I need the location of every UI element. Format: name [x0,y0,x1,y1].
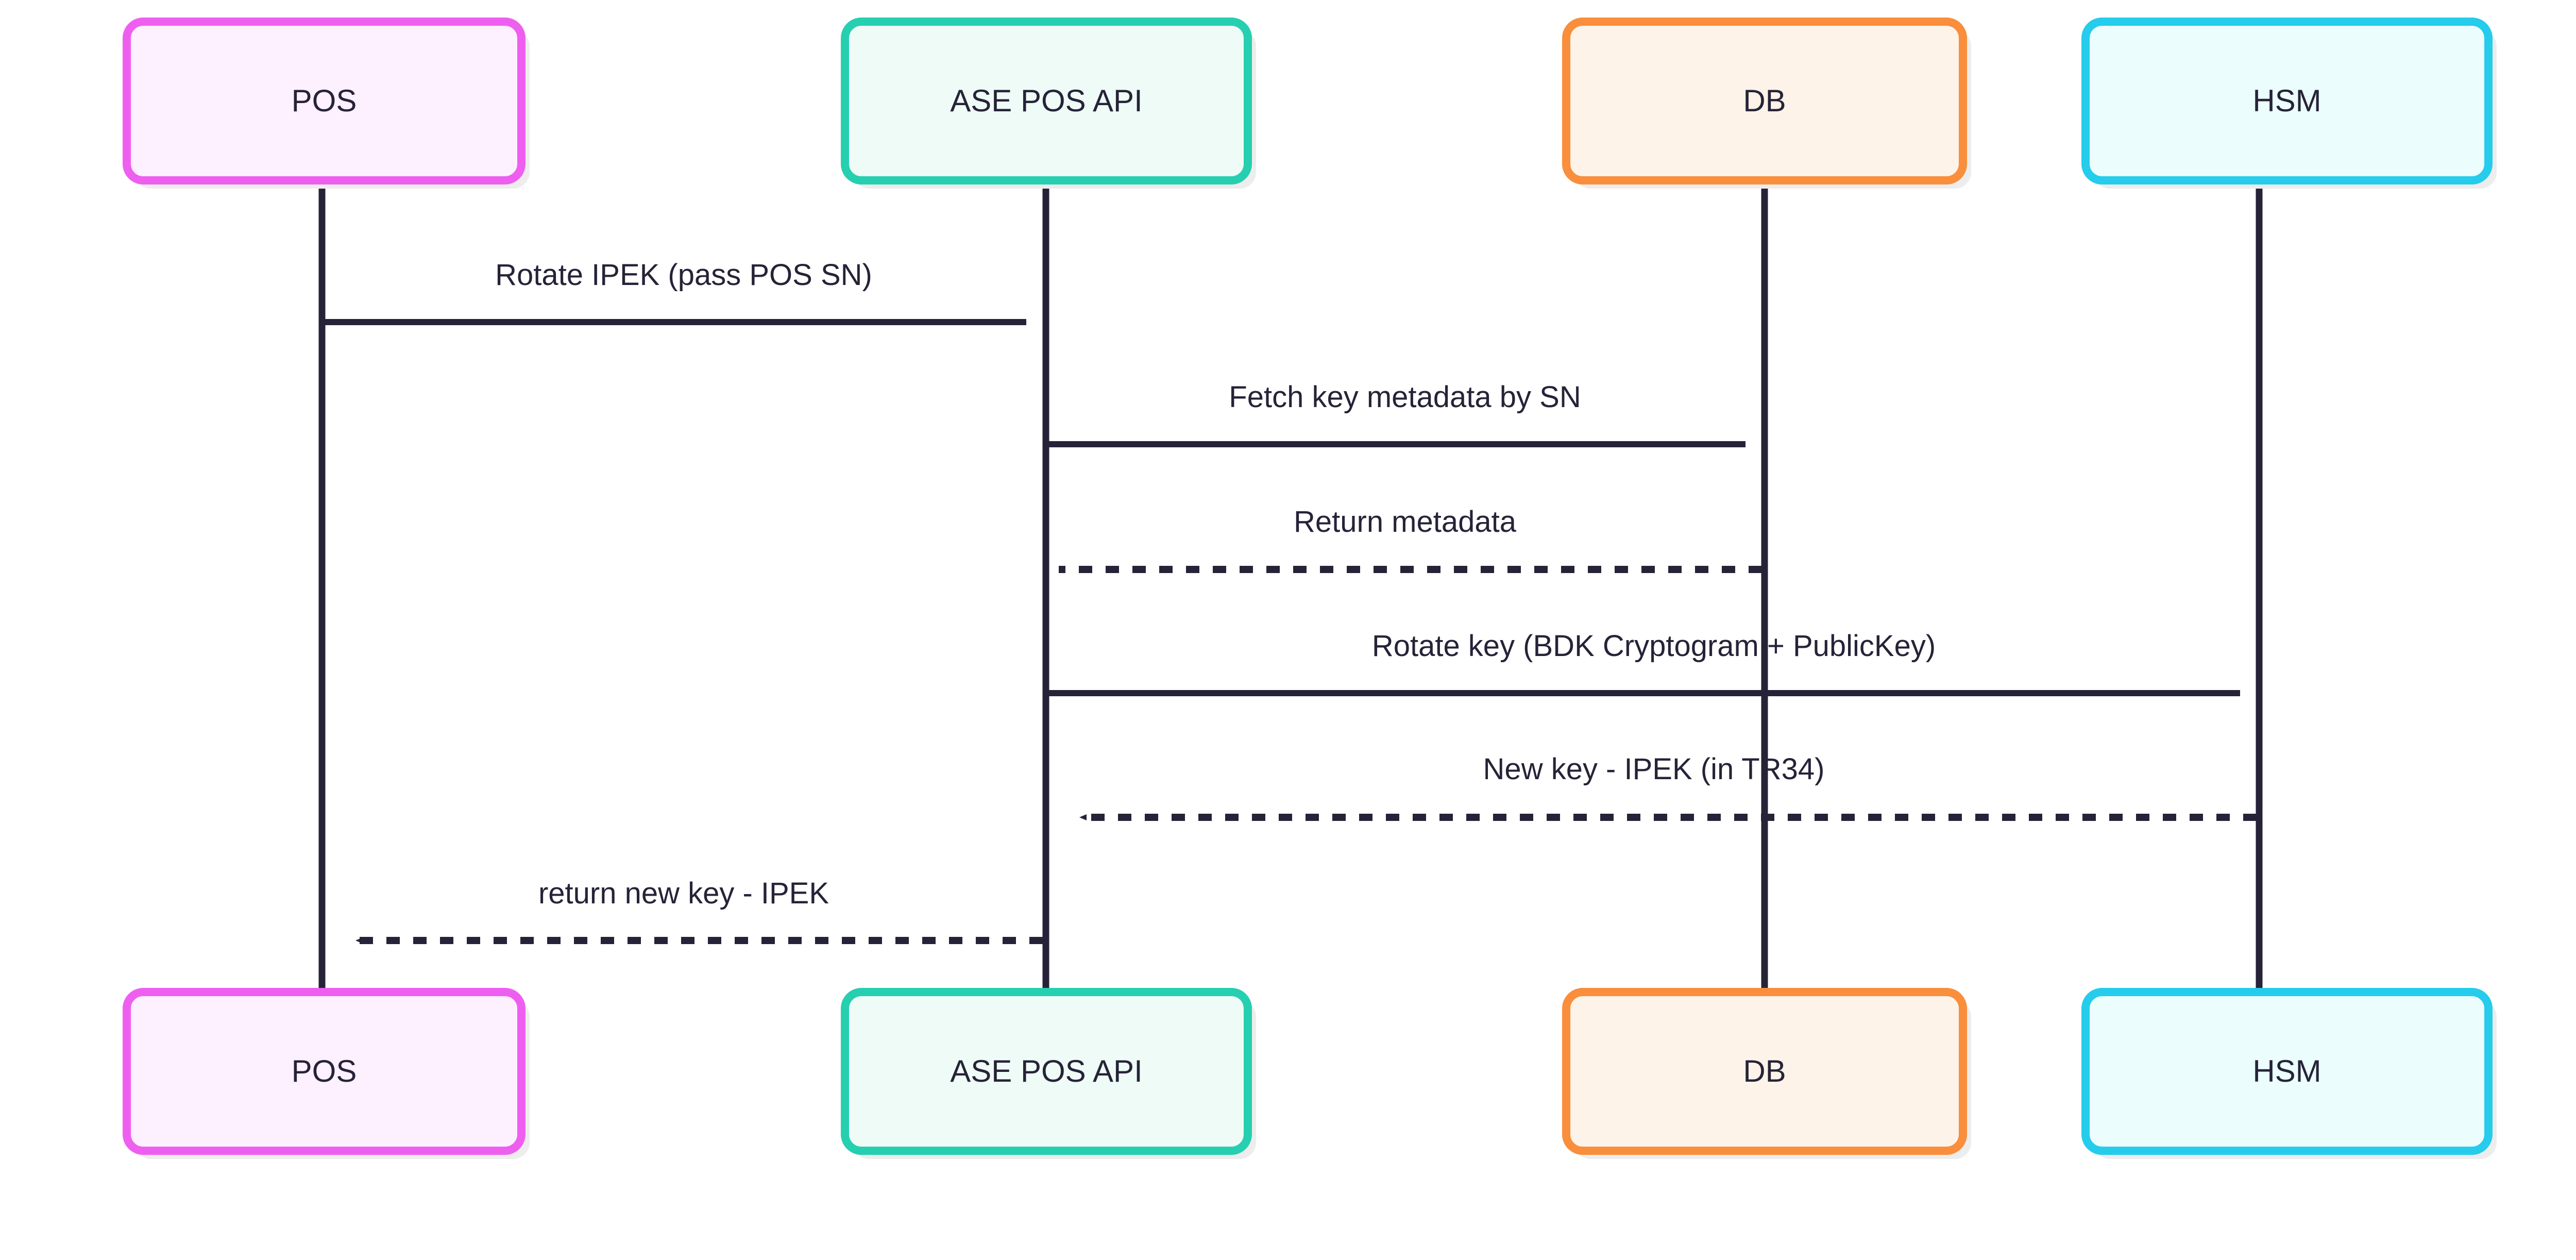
message-3: Return metadata [1059,505,1762,573]
participant-box-pos-bottom[interactable]: POS [123,988,530,1159]
message-2-label: Fetch key metadata by SN [1229,380,1581,414]
message-4-label: Rotate key (BDK Cryptogram + PublicKey) [1372,629,1936,663]
message-5-label: New key - IPEK (in TR34) [1483,752,1825,786]
participant-box-ase-pos-api-bottom-rect[interactable] [841,988,1252,1155]
message-6: return new key - IPEK [355,877,1043,944]
participant-box-hsm-bottom[interactable]: HSM [2081,988,2497,1159]
participant-label-ase-pos-api-bottom: ASE POS API [950,1054,1143,1088]
participant-box-hsm-top[interactable]: HSM [2081,18,2497,189]
participant-label-db-bottom: DB [1743,1054,1786,1088]
participant-box-db-bottom-rect[interactable] [1562,988,1967,1155]
participant-label-pos-top: POS [292,83,357,118]
participant-label-hsm-bottom: HSM [2252,1054,2321,1088]
participant-box-hsm-bottom-rect[interactable] [2081,988,2493,1155]
message-1-label: Rotate IPEK (pass POS SN) [495,258,872,292]
message-5: New key - IPEK (in TR34) [1079,752,2257,821]
participant-box-db-top[interactable]: DB [1562,18,1971,189]
participant-box-pos-top[interactable]: POS [123,18,530,189]
participant-box-db-top-rect[interactable] [1562,18,1967,184]
participant-box-ase-pos-api-top[interactable]: ASE POS API [841,18,1256,189]
message-3-label: Return metadata [1294,505,1517,539]
participant-label-db-top: DB [1743,83,1786,118]
participant-box-pos-bottom-rect[interactable] [123,988,526,1155]
participant-box-ase-pos-api-top-rect[interactable] [841,18,1252,184]
participant-label-hsm-top: HSM [2252,83,2321,118]
message-6-label: return new key - IPEK [538,877,829,910]
lifelines-group [318,180,2263,994]
participant-box-pos-top-rect[interactable] [123,18,526,184]
participant-boxes-top: POS ASE POS API DB HSM [123,18,2497,189]
participant-label-pos-bottom: POS [292,1054,357,1088]
participant-box-db-bottom[interactable]: DB [1562,988,1971,1159]
participant-label-ase-pos-api-top: ASE POS API [950,83,1143,118]
participant-box-hsm-top-rect[interactable] [2081,18,2493,184]
message-4: Rotate key (BDK Cryptogram + PublicKey) [1049,629,2240,696]
participant-boxes-bottom: POS ASE POS API DB HSM [123,988,2497,1159]
message-2: Fetch key metadata by SN [1049,380,1745,447]
message-1: Rotate IPEK (pass POS SN) [325,258,1026,325]
participant-box-ase-pos-api-bottom[interactable]: ASE POS API [841,988,1256,1159]
